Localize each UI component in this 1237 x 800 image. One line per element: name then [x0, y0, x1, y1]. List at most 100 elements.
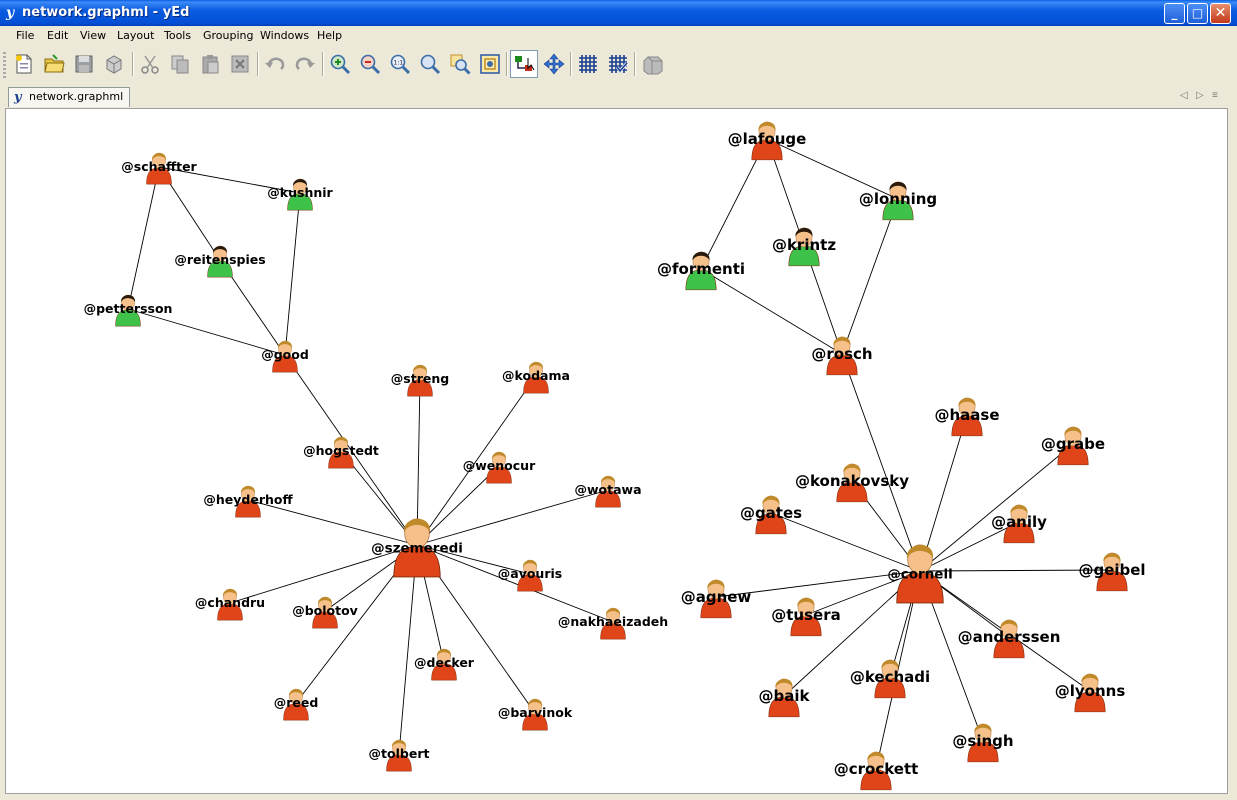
node-cornell[interactable]: @cornell	[887, 544, 953, 604]
edge-streng-szemeredi[interactable]	[416, 378, 421, 546]
node-krintz[interactable]: @krintz	[772, 227, 836, 267]
maximize-button[interactable]: □	[1187, 3, 1208, 24]
edge-kushnir-good[interactable]	[284, 192, 301, 356]
edge-kodama-szemeredi[interactable]	[416, 375, 537, 546]
node-anily[interactable]: @anily	[991, 504, 1047, 544]
tab-list-icon[interactable]: ≡	[1212, 90, 1218, 101]
node-kushnir[interactable]: @kushnir	[267, 178, 334, 211]
node-kechadi[interactable]: @kechadi	[850, 659, 930, 699]
zoom-in-icon[interactable]	[326, 50, 354, 78]
new-document-icon[interactable]	[10, 50, 38, 78]
save-icon[interactable]	[70, 50, 98, 78]
menu-file[interactable]: File	[16, 29, 35, 42]
navigation-mode-icon[interactable]	[540, 50, 568, 78]
node-reitenspies[interactable]: @reitenspies	[174, 245, 266, 278]
close-button[interactable]: ✕	[1210, 3, 1231, 24]
node-barvinok[interactable]: @barvinok	[498, 698, 573, 731]
node-reed[interactable]: @reed	[274, 688, 319, 721]
cut-icon[interactable]	[136, 50, 164, 78]
edge-lonning-rosch[interactable]	[841, 198, 899, 355]
minimize-button[interactable]: _	[1164, 3, 1185, 24]
edge-formenti-rosch[interactable]	[700, 268, 843, 355]
edge-geibel-cornell[interactable]	[919, 569, 1113, 572]
edge-pettersson-good[interactable]	[127, 308, 286, 356]
node-kodama[interactable]: @kodama	[502, 361, 570, 394]
node-crockett[interactable]: @crockett	[834, 751, 919, 791]
node-baik[interactable]: @baik	[759, 678, 811, 718]
node-good[interactable]: @good	[261, 340, 309, 373]
node-wotawa[interactable]: @wotawa	[574, 475, 642, 508]
edge-haase-cornell[interactable]	[919, 414, 968, 572]
menu-help[interactable]: Help	[317, 29, 343, 42]
node-pettersson[interactable]: @pettersson	[84, 294, 173, 327]
edge-grabe-cornell[interactable]	[919, 443, 1074, 572]
copy-icon[interactable]	[166, 50, 194, 78]
node-lonning[interactable]: @lonning	[859, 181, 937, 221]
node-decker[interactable]: @decker	[414, 648, 475, 681]
zoom-original-icon[interactable]: 1:1	[386, 50, 414, 78]
toolbar-grip[interactable]	[3, 52, 6, 78]
delete-icon[interactable]	[226, 50, 254, 78]
node-hogstedt[interactable]: @hogstedt	[303, 436, 379, 469]
node-haase[interactable]: @haase	[934, 397, 1000, 437]
edit-mode-icon[interactable]	[510, 50, 538, 78]
edge-schaffter-kushnir[interactable]	[158, 166, 301, 194]
edge-schaffter-pettersson[interactable]	[127, 166, 160, 310]
menu-layout[interactable]: Layout	[117, 29, 155, 42]
menu-view[interactable]: View	[80, 29, 107, 42]
node-lyonns[interactable]: @lyonns	[1055, 673, 1126, 713]
edge-good-szemeredi[interactable]	[284, 354, 418, 546]
edge-tolbert-szemeredi[interactable]	[398, 544, 418, 755]
edge-lafouge-lonning[interactable]	[766, 138, 899, 200]
node-anderssen[interactable]: @anderssen	[958, 619, 1061, 659]
tab-next-arrow-icon[interactable]: ▷	[1196, 90, 1204, 101]
menu-edit[interactable]: Edit	[47, 29, 69, 42]
node-streng[interactable]: @streng	[391, 364, 449, 397]
node-avouris[interactable]: @avouris	[498, 559, 562, 592]
menu-grouping[interactable]: Grouping	[203, 29, 254, 42]
node-wenocur[interactable]: @wenocur	[463, 451, 536, 484]
menu-windows[interactable]: Windows	[260, 29, 310, 42]
node-grabe[interactable]: @grabe	[1041, 426, 1105, 466]
layout-icon[interactable]	[639, 50, 667, 78]
edge-heyderhoff-szemeredi[interactable]	[247, 499, 418, 546]
menu-tools[interactable]: Tools	[164, 29, 192, 42]
edge-gates-cornell[interactable]	[770, 512, 921, 572]
node-gates[interactable]: @gates	[740, 495, 802, 535]
open-folder-icon[interactable]	[40, 50, 68, 78]
edge-agnew-cornell[interactable]	[715, 570, 921, 598]
yed-app-icon[interactable]: y	[6, 5, 15, 21]
node-rosch[interactable]: @rosch	[811, 336, 873, 376]
edge-avouris-szemeredi[interactable]	[416, 544, 531, 575]
snap-grid-icon[interactable]	[604, 50, 632, 78]
edge-tusera-cornell[interactable]	[805, 570, 921, 616]
node-agnew[interactable]: @agnew	[681, 579, 752, 619]
tab-prev-arrow-icon[interactable]: ◁	[1180, 90, 1188, 101]
fit-selection-icon[interactable]	[476, 50, 504, 78]
edge-rosch-cornell[interactable]	[841, 353, 921, 572]
node-konakovsky[interactable]: @konakovsky	[795, 463, 909, 503]
node-heyderhoff[interactable]: @heyderhoff	[203, 485, 293, 518]
zoom-area-icon[interactable]	[446, 50, 474, 78]
zoom-out-icon[interactable]	[356, 50, 384, 78]
node-szemeredi[interactable]: @szemeredi	[371, 518, 463, 578]
edge-lafouge-formenti[interactable]	[700, 138, 768, 270]
grid-icon[interactable]	[574, 50, 602, 78]
edge-chandru-szemeredi[interactable]	[229, 544, 418, 604]
node-nakhaeizadeh[interactable]: @nakhaeizadeh	[558, 607, 668, 640]
node-bolotov[interactable]: @bolotov	[292, 596, 358, 629]
node-tolbert[interactable]: @tolbert	[369, 739, 430, 772]
edge-wotawa-szemeredi[interactable]	[416, 489, 609, 546]
edge-anily-cornell[interactable]	[919, 521, 1020, 572]
tab-network-graphml[interactable]: y network.graphml	[8, 87, 131, 107]
node-formenti[interactable]: @formenti	[657, 251, 745, 291]
title-bar[interactable]: y network.graphml - yEd _ □ ✕	[0, 0, 1237, 26]
paste-icon[interactable]	[196, 50, 224, 78]
node-tusera[interactable]: @tusera	[771, 597, 841, 637]
node-chandru[interactable]: @chandru	[195, 588, 265, 621]
network-graph[interactable]: @schaffter@kushnir@reitenspies@pettersso…	[6, 109, 1228, 794]
undo-icon[interactable]	[261, 50, 289, 78]
edge-nakhaeizadeh-szemeredi[interactable]	[416, 544, 614, 623]
node-singh[interactable]: @singh	[952, 723, 1014, 763]
node-lafouge[interactable]: @lafouge	[728, 121, 807, 161]
